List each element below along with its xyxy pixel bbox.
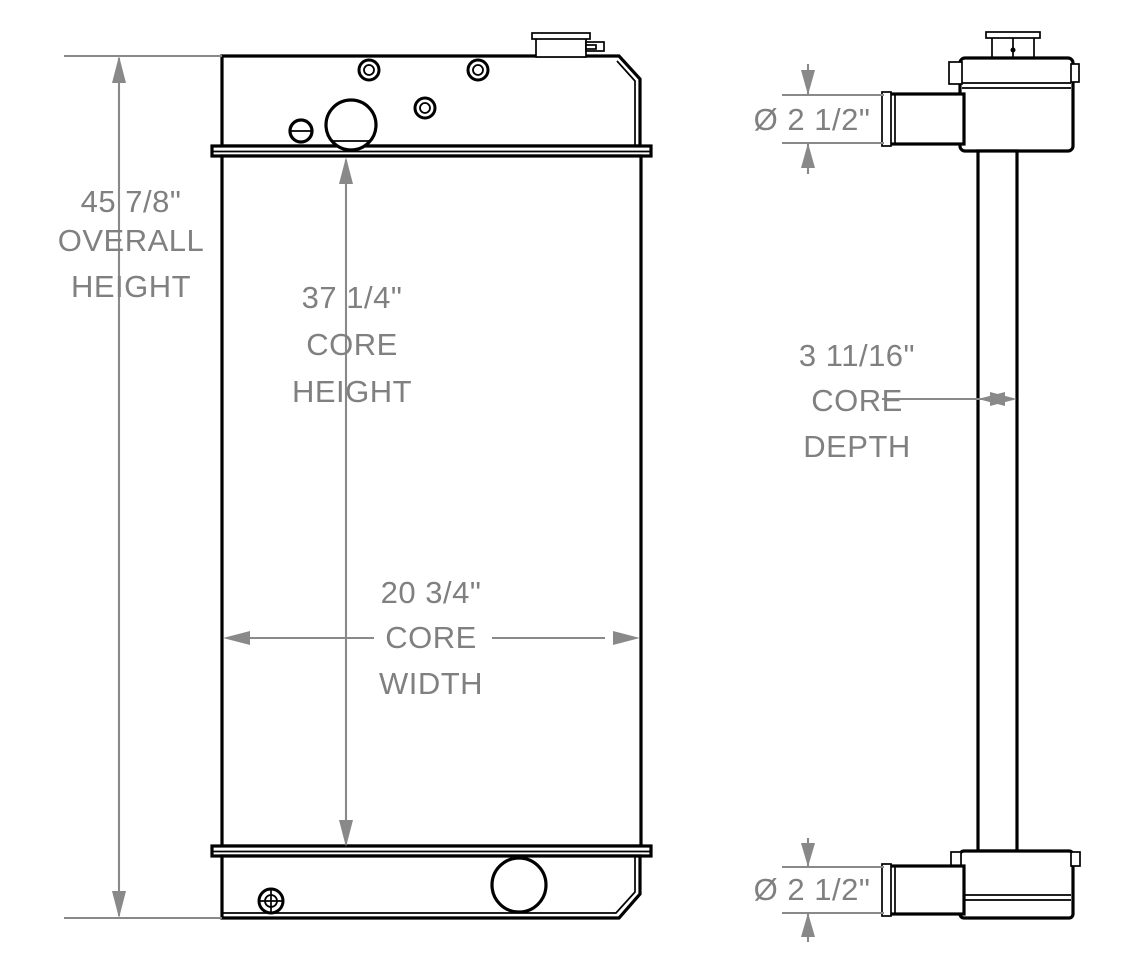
side-filler-cap bbox=[985, 31, 1041, 39]
side-filler-stud bbox=[1010, 47, 1016, 53]
inlet-port-tube bbox=[884, 92, 966, 146]
overall-height-label-1: OVERALL bbox=[58, 223, 205, 258]
side-core-outline bbox=[976, 149, 1019, 853]
outlet-port-flange bbox=[881, 863, 892, 917]
outlet-dim-arrow-top bbox=[801, 843, 815, 867]
core-height-label-1: CORE bbox=[306, 327, 398, 362]
outlet-port-tube bbox=[884, 864, 966, 916]
side-view bbox=[881, 31, 1081, 920]
overall-height-arrow-top bbox=[112, 56, 126, 83]
core-outline bbox=[220, 154, 643, 848]
filler-neck bbox=[531, 32, 605, 58]
dim-overall-height: 45 7/8" OVERALL HEIGHT bbox=[58, 54, 222, 920]
mounting-hole-inner bbox=[419, 102, 431, 114]
side-bottom-bracket-left bbox=[950, 851, 962, 867]
side-bottom-tank-body bbox=[958, 849, 1075, 920]
core-height-arrow-bottom bbox=[339, 820, 353, 847]
outlet-dim-arrow-bottom bbox=[801, 913, 815, 937]
bottom-tank-inner-edge bbox=[222, 856, 636, 914]
mounting-hole-inner bbox=[472, 64, 484, 76]
side-core bbox=[976, 149, 1019, 853]
front-view bbox=[210, 32, 653, 920]
inlet-diameter-value: Ø 2 1/2" bbox=[754, 102, 871, 137]
dim-core-depth: 3 11/16" CORE DEPTH bbox=[799, 338, 1017, 464]
dim-core-width: 20 3/4" CORE WIDTH bbox=[223, 575, 640, 701]
overall-height-arrow-bottom bbox=[112, 891, 126, 918]
outlet-diameter-value: Ø 2 1/2" bbox=[754, 872, 871, 907]
fill-port-opening bbox=[324, 98, 378, 152]
core-width-label-2: WIDTH bbox=[379, 666, 483, 701]
top-tank-inner-edge bbox=[616, 60, 636, 146]
side-bottom-tank bbox=[950, 849, 1081, 920]
core-width-value: 20 3/4" bbox=[381, 575, 482, 610]
core-depth-label-2: DEPTH bbox=[803, 429, 911, 464]
side-top-bracket-right bbox=[1070, 63, 1080, 83]
dim-inlet-diameter: Ø 2 1/2" bbox=[754, 64, 884, 174]
side-top-tank-body bbox=[958, 56, 1075, 153]
inlet-dim-arrow-top bbox=[801, 70, 815, 95]
side-top-tank bbox=[948, 31, 1080, 153]
core-width-label-1: CORE bbox=[385, 620, 477, 655]
filler-neck-cap bbox=[531, 32, 591, 40]
side-bottom-bracket-right bbox=[1070, 851, 1081, 867]
dim-outlet-diameter: Ø 2 1/2" bbox=[754, 838, 884, 942]
overflow-tube-tip bbox=[585, 44, 597, 50]
core-height-value: 37 1/4" bbox=[302, 280, 403, 315]
overall-height-value: 45 7/8" bbox=[81, 184, 182, 219]
inlet-port bbox=[881, 91, 966, 147]
inlet-port-flange bbox=[881, 91, 892, 147]
overall-height-label-2: HEIGHT bbox=[71, 269, 191, 304]
core-depth-label-1: CORE bbox=[811, 383, 903, 418]
core-height-arrow-top bbox=[339, 157, 353, 184]
outlet-opening bbox=[490, 856, 548, 914]
mounting-hole-inner bbox=[363, 64, 375, 76]
inlet-dim-arrow-bottom bbox=[801, 143, 815, 168]
bottom-tank bbox=[210, 844, 653, 920]
core-width-arrow-right bbox=[613, 631, 640, 645]
outlet-port bbox=[881, 863, 966, 917]
dim-core-height: 37 1/4" CORE HEIGHT bbox=[292, 157, 412, 847]
core-depth-arrow-right bbox=[990, 392, 1017, 406]
bottom-tank-outline bbox=[220, 854, 642, 920]
radiator-core bbox=[220, 154, 643, 848]
side-top-bracket-upper bbox=[948, 61, 963, 85]
core-height-label-2: HEIGHT bbox=[292, 374, 412, 409]
core-width-arrow-left bbox=[223, 631, 250, 645]
core-depth-value: 3 11/16" bbox=[799, 338, 915, 373]
top-tank-holes bbox=[288, 58, 490, 152]
